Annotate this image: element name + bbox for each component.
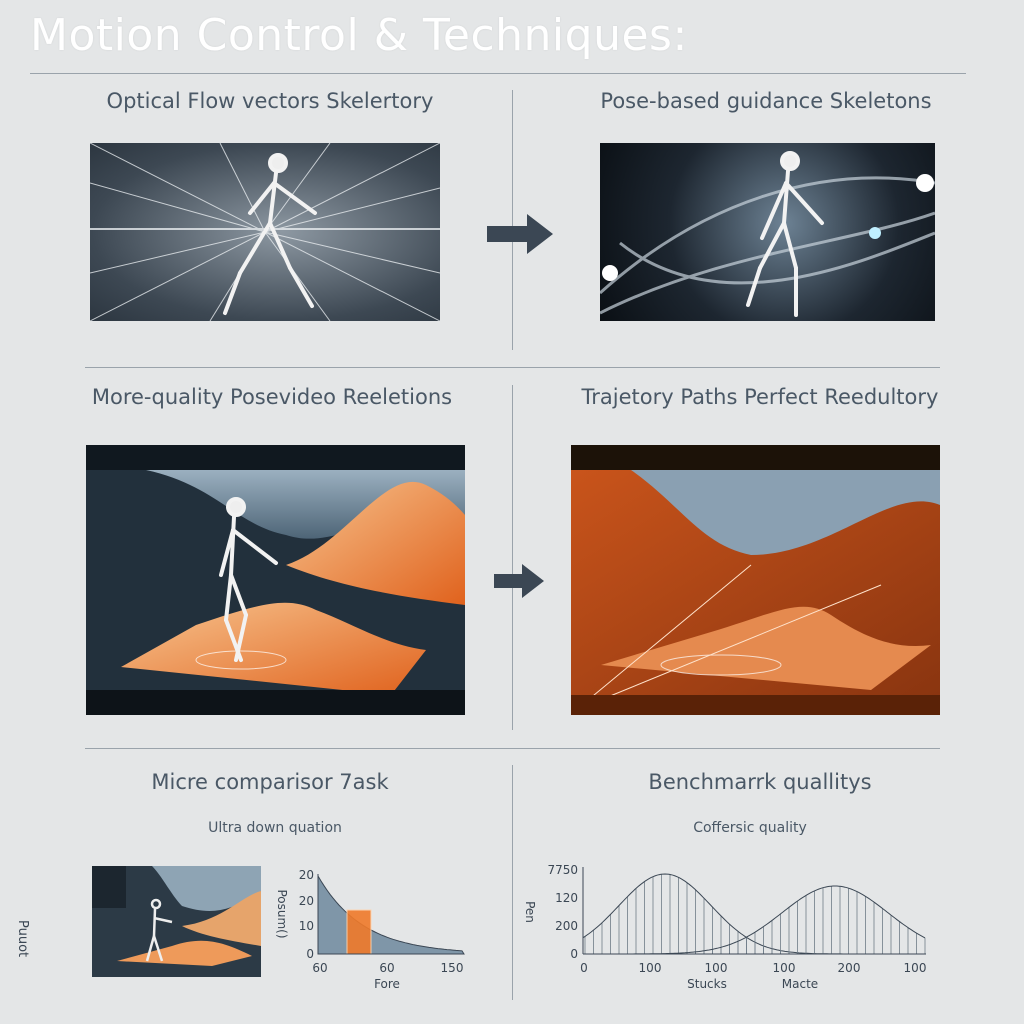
chart-subtitle: Ultra down quation xyxy=(208,820,342,836)
x-tick: 150 xyxy=(441,961,464,975)
flow-vectors xyxy=(90,143,440,321)
x-tick: 100 xyxy=(904,961,927,975)
y-tick: 0 xyxy=(306,947,314,961)
x-tick: 0 xyxy=(580,961,588,975)
divider xyxy=(30,73,966,74)
section-title: Micre comparisor 7ask xyxy=(151,770,389,794)
chart-1: 20 20 10 0 60 60 150 Fore Posum() xyxy=(275,868,465,991)
x-tick: 60 xyxy=(312,961,327,975)
divider xyxy=(85,748,940,749)
pose-video-image xyxy=(86,445,465,715)
section-title: Pose-based guidance Skeletons xyxy=(600,89,932,113)
divider xyxy=(512,765,513,1000)
y-tick: 0 xyxy=(570,947,578,961)
side-label: Puuot xyxy=(15,920,30,958)
highlight-bar xyxy=(346,909,372,955)
y-axis-label: Pen xyxy=(523,901,537,923)
skeleton-figure xyxy=(223,153,317,315)
page-title: Motion Control & Techniques: xyxy=(30,10,688,61)
x-tick: 200 xyxy=(838,961,861,975)
x-axis-label: Stucks xyxy=(687,977,727,991)
area-series xyxy=(317,874,465,955)
chart-2: 7750 120 200 0 0 100 100 100 200 100 Stu… xyxy=(523,863,927,991)
y-tick: 10 xyxy=(299,919,314,933)
trajectory-scene xyxy=(571,470,940,715)
x-tick: 100 xyxy=(639,961,662,975)
divider xyxy=(512,90,513,350)
x-tick: 100 xyxy=(705,961,728,975)
optical-flow-image xyxy=(90,143,440,321)
comparison-thumbnail xyxy=(92,866,261,977)
y-tick: 20 xyxy=(299,868,314,882)
arrow-right-icon xyxy=(494,562,546,604)
terrain-scene xyxy=(86,470,465,715)
divider xyxy=(512,385,513,730)
y-tick: 200 xyxy=(555,919,578,933)
pose-orbits xyxy=(600,151,935,317)
divider xyxy=(85,367,940,368)
y-tick: 20 xyxy=(299,894,314,908)
section-title: More-quality Posevideo Reeletions xyxy=(91,385,453,409)
y-axis-label: Posum() xyxy=(275,889,289,938)
arrow-right-icon xyxy=(485,210,557,262)
section-title: Optical Flow vectors Skelertory xyxy=(106,89,434,113)
x-tick: 100 xyxy=(773,961,796,975)
chart-subtitle: Coffersic quality xyxy=(693,820,807,836)
pose-guidance-image xyxy=(600,143,935,321)
x-axis-label: Fore xyxy=(374,977,400,991)
y-tick: 120 xyxy=(555,891,578,905)
y-tick: 7750 xyxy=(547,863,578,877)
trajectory-paths-image xyxy=(571,445,940,715)
x-axis-label: Macte xyxy=(782,977,818,991)
section-title: Trajetory Paths Perfect Reedultory xyxy=(581,385,939,409)
x-tick: 60 xyxy=(379,961,394,975)
section-title: Benchmarrk quallitys xyxy=(648,770,872,794)
